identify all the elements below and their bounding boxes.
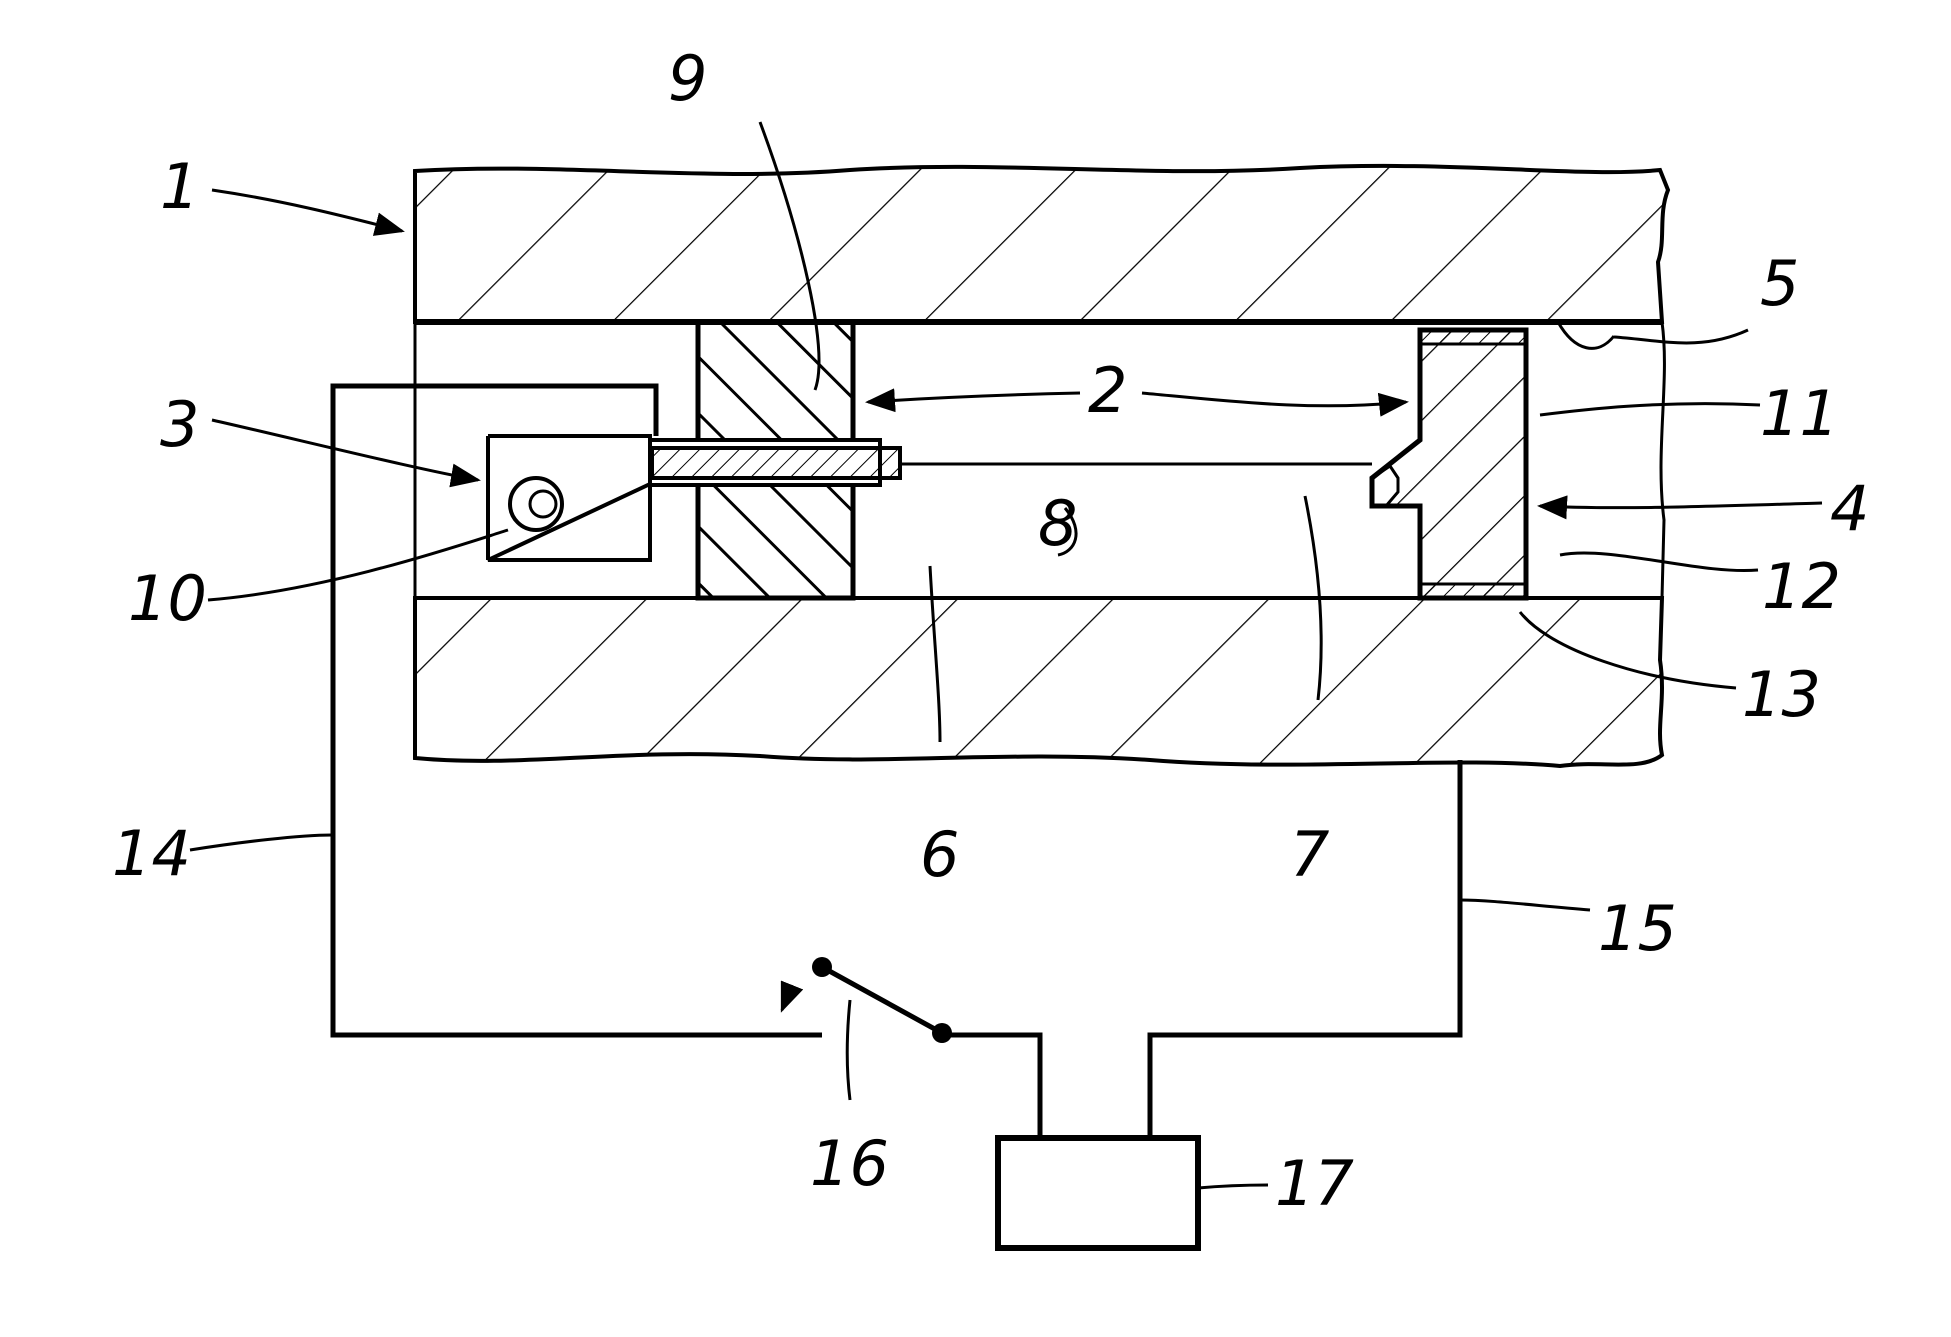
housing-lower-wall: [415, 598, 1662, 766]
label-1: 1: [160, 150, 199, 223]
label-15: 15: [1598, 892, 1677, 965]
label-17: 17: [1275, 1147, 1354, 1220]
label-9: 9: [668, 42, 707, 115]
label-5: 5: [1760, 247, 1799, 320]
ground-electrode-block: [1372, 330, 1526, 598]
connection-terminal: [488, 436, 652, 560]
label-2: 2: [1088, 354, 1127, 427]
label-11: 11: [1760, 377, 1839, 450]
label-12: 12: [1762, 550, 1841, 623]
label-10: 10: [128, 562, 207, 635]
label-3: 3: [160, 388, 199, 461]
label-8: 8: [1038, 487, 1077, 560]
switch: [782, 957, 952, 1043]
label-13: 13: [1742, 658, 1821, 731]
label-16: 16: [810, 1127, 889, 1200]
housing-upper-wall: [415, 166, 1668, 322]
label-6: 6: [920, 818, 959, 891]
label-14: 14: [112, 817, 191, 890]
label-7: 7: [1290, 818, 1329, 891]
label-4: 4: [1830, 472, 1869, 545]
power-source-box: [998, 1138, 1198, 1248]
center-electrode: [652, 448, 900, 478]
